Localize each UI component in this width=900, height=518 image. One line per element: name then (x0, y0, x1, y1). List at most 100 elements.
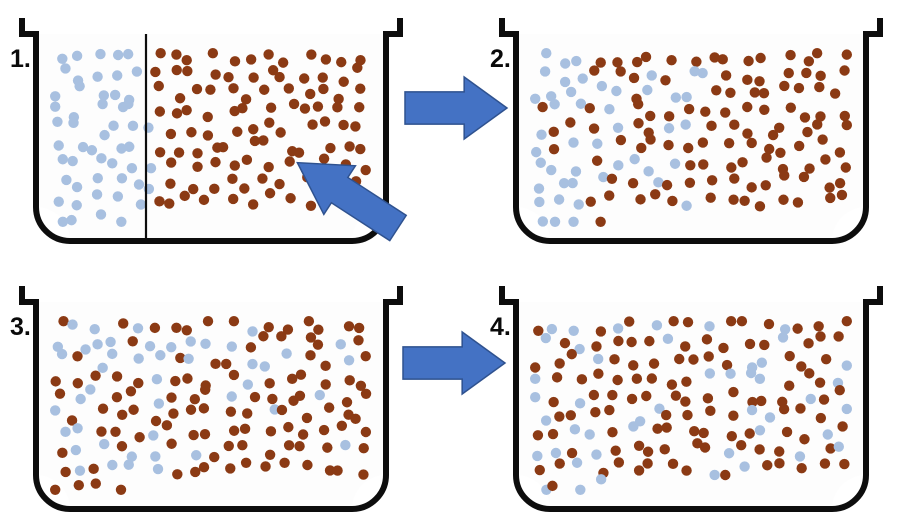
brown-particle (150, 66, 161, 78)
brown-particle (360, 426, 372, 438)
brown-particle (764, 143, 775, 155)
brown-particle (207, 48, 219, 59)
brown-particle (264, 117, 275, 128)
brown-particle (584, 102, 595, 114)
light-blue-particle (150, 451, 161, 462)
brown-particle (711, 85, 722, 96)
brown-particle (188, 429, 199, 441)
brown-particle (803, 56, 815, 67)
brown-particle (338, 119, 349, 131)
brown-particle (698, 427, 709, 439)
brown-particle (88, 463, 99, 475)
brown-particle (663, 139, 674, 151)
light-blue-particle (805, 393, 816, 405)
light-blue-particle (57, 154, 68, 165)
brown-particle (248, 72, 259, 83)
brown-particle (336, 420, 348, 432)
light-blue-particle (670, 92, 682, 103)
light-blue-particle (530, 93, 541, 105)
light-blue-particle (112, 70, 123, 81)
brown-particle (225, 463, 236, 474)
brown-particle (720, 469, 731, 481)
light-blue-particle (53, 140, 64, 151)
brown-particle (814, 377, 826, 388)
brown-particle (279, 457, 290, 468)
brown-particle (839, 458, 850, 470)
brown-particle (360, 350, 371, 362)
brown-particle (763, 318, 775, 330)
panel-number-label: 3. (10, 313, 31, 341)
brown-particle (344, 375, 355, 386)
brown-particle (343, 321, 355, 332)
brown-particle (824, 182, 835, 193)
brown-particle (229, 160, 240, 171)
brown-particle (795, 403, 806, 414)
brown-particle (237, 103, 248, 114)
brown-particle (274, 71, 285, 83)
light-blue-particle (92, 173, 103, 184)
brown-particle (312, 101, 324, 112)
brown-particle (624, 316, 635, 327)
brown-particle (185, 404, 197, 415)
light-blue-particle (739, 461, 750, 472)
brown-particle (288, 98, 300, 110)
brown-particle (742, 101, 753, 113)
light-blue-particle (61, 174, 72, 186)
brown-particle (792, 197, 804, 208)
brown-particle (725, 87, 736, 98)
brown-particle (747, 396, 758, 408)
brown-particle (282, 324, 294, 335)
brown-particle (350, 121, 361, 132)
brown-particle (181, 104, 192, 116)
brown-particle (360, 164, 371, 176)
brown-particle (659, 444, 670, 455)
brown-particle (232, 126, 243, 137)
brown-particle (532, 430, 544, 441)
brown-particle (228, 369, 240, 381)
brown-particle (198, 462, 210, 473)
particle-field (530, 48, 852, 227)
brown-particle (612, 374, 623, 386)
brown-particle (358, 469, 369, 480)
light-blue-particle (92, 71, 103, 82)
light-blue-particle (132, 323, 144, 334)
brown-particle (58, 316, 69, 327)
brown-particle (699, 442, 711, 453)
brown-particle (692, 438, 703, 449)
brown-particle (165, 157, 177, 168)
light-blue-particle (764, 412, 776, 423)
light-blue-particle (612, 323, 624, 334)
light-blue-particle (725, 368, 736, 379)
brown-particle (834, 385, 845, 396)
brown-particle (779, 170, 790, 181)
brown-particle (241, 154, 253, 166)
brown-particle (192, 161, 203, 173)
brown-particle (118, 318, 129, 329)
brown-particle (663, 111, 675, 122)
brown-particle (829, 88, 841, 99)
light-blue-particle (242, 379, 254, 390)
light-blue-particle (546, 323, 558, 335)
brown-particle (110, 426, 121, 437)
brown-particle (756, 395, 767, 407)
light-blue-particle (67, 319, 78, 330)
brown-particle (729, 173, 740, 184)
brown-particle (223, 440, 234, 452)
brown-particle (264, 188, 276, 199)
brown-particle (646, 373, 658, 384)
light-blue-particle (74, 465, 86, 476)
light-blue-particle (746, 404, 758, 416)
light-blue-particle (534, 196, 545, 208)
light-blue-particle (151, 374, 163, 385)
brown-particle (264, 449, 276, 461)
brown-particle (554, 358, 565, 369)
light-blue-particle (565, 86, 577, 98)
brown-particle (237, 440, 248, 451)
brown-particle (360, 388, 372, 399)
light-blue-particle (71, 200, 82, 211)
brown-particle (134, 432, 145, 443)
brown-particle (533, 325, 544, 336)
brown-particle (721, 359, 733, 371)
brown-particle (609, 354, 620, 365)
brown-particle (165, 178, 176, 189)
